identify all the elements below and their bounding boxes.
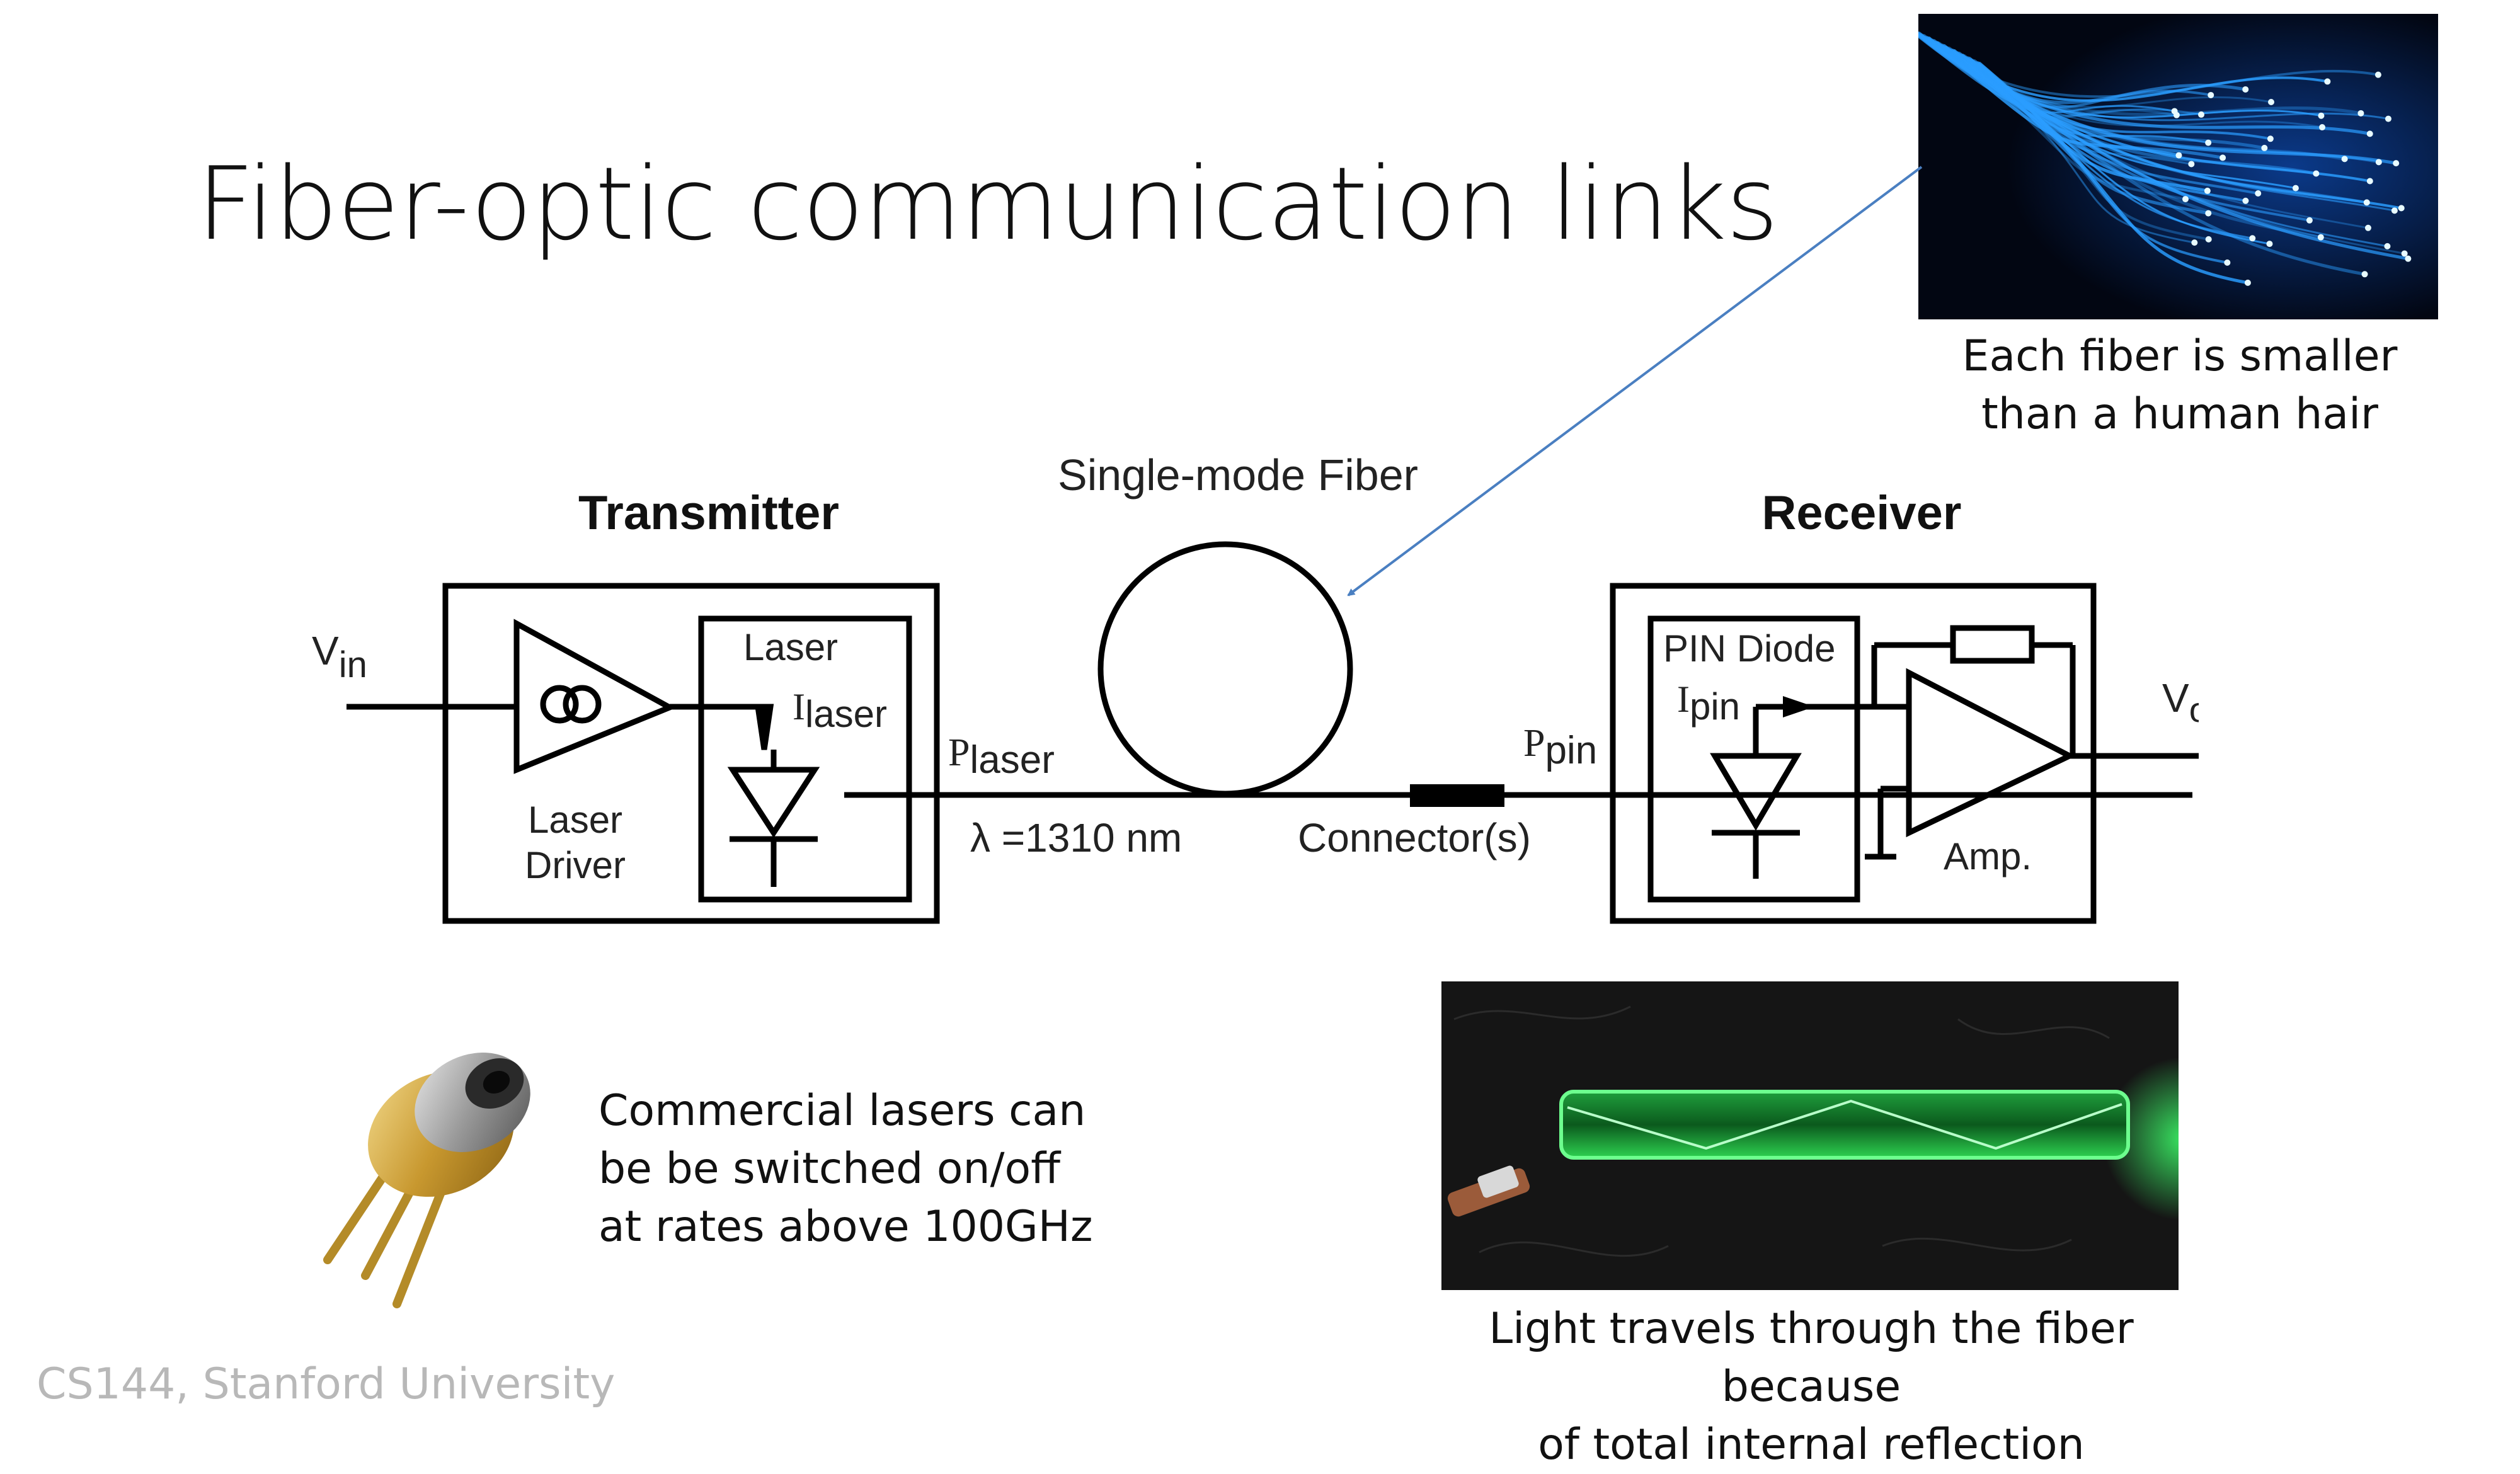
fiber-caption: Each fiber is smaller than a human hair — [1915, 328, 2444, 443]
receiver-block — [1610, 583, 2199, 924]
laser-caption-line: at rates above 100GHz — [598, 1202, 1093, 1252]
receiver-heading: Receiver — [1762, 486, 1962, 540]
laser-caption-line: be be switched on/off — [598, 1144, 1060, 1194]
laser-diode-triangle — [727, 767, 820, 838]
tx-power-label: Plaser — [948, 731, 1055, 782]
laser-diode-image — [302, 1027, 630, 1323]
laser-label: Laser — [743, 626, 838, 668]
rod-caption: Light travels through the fiber because … — [1405, 1300, 2218, 1474]
laser-current-arrow — [754, 704, 774, 750]
driver-triangle — [513, 619, 677, 774]
pin-diode-label: PIN Diode — [1663, 627, 1835, 670]
laser-current-label: Ilaser — [793, 686, 887, 735]
laser-caption: Commercial lasers can be be switched on/… — [598, 1082, 1166, 1256]
slide-title: Fiber-optic communication links — [197, 145, 1778, 263]
connector-label: Connector(s) — [1298, 815, 1531, 860]
current-source-icon — [540, 685, 579, 724]
connector-block — [1410, 784, 1504, 807]
rx-power-label: Ppin — [1523, 722, 1597, 772]
footer-text: CS144, Stanford University — [37, 1359, 616, 1409]
pin-diode-triangle — [1710, 753, 1802, 831]
fiber-bundle-image — [1918, 14, 2438, 319]
amplifier-label: Amp. — [1944, 835, 2032, 877]
laser-box — [698, 615, 912, 903]
pin-current-label: Ipin — [1677, 678, 1740, 728]
driver-label-line2: Driver — [525, 844, 626, 886]
fiber-pointer-arrow — [1347, 166, 1923, 597]
transmitter-heading: Transmitter — [578, 486, 839, 540]
laser-caption-line: Commercial lasers can — [598, 1086, 1086, 1136]
rod-caption-line: of total internal reflection — [1538, 1420, 2085, 1470]
fiber-caption-line: than a human hair — [1981, 389, 2378, 439]
light-rod-image — [1441, 981, 2179, 1290]
fiber-caption-line: Each fiber is smaller — [1962, 331, 2398, 381]
wavelength-label: λ =1310 nm — [970, 815, 1182, 860]
fiber-label: Single-mode Fiber — [1058, 450, 1418, 500]
rod-caption-line: Light travels through the fiber because — [1489, 1304, 2134, 1412]
amplifier-triangle — [1906, 668, 2076, 838]
transmitter-block — [346, 583, 2192, 924]
feedback-resistor — [1950, 625, 2035, 664]
pin-current-arrow — [1783, 696, 1814, 717]
input-voltage-label: Vin — [312, 628, 367, 685]
fiber-link-diagram: Single-mode Fiber Transmitter Receiver V… — [312, 166, 2209, 924]
driver-label-line1: Laser — [528, 799, 622, 841]
fiber-spool — [1097, 541, 1353, 797]
pin-diode-box — [1647, 615, 1860, 903]
